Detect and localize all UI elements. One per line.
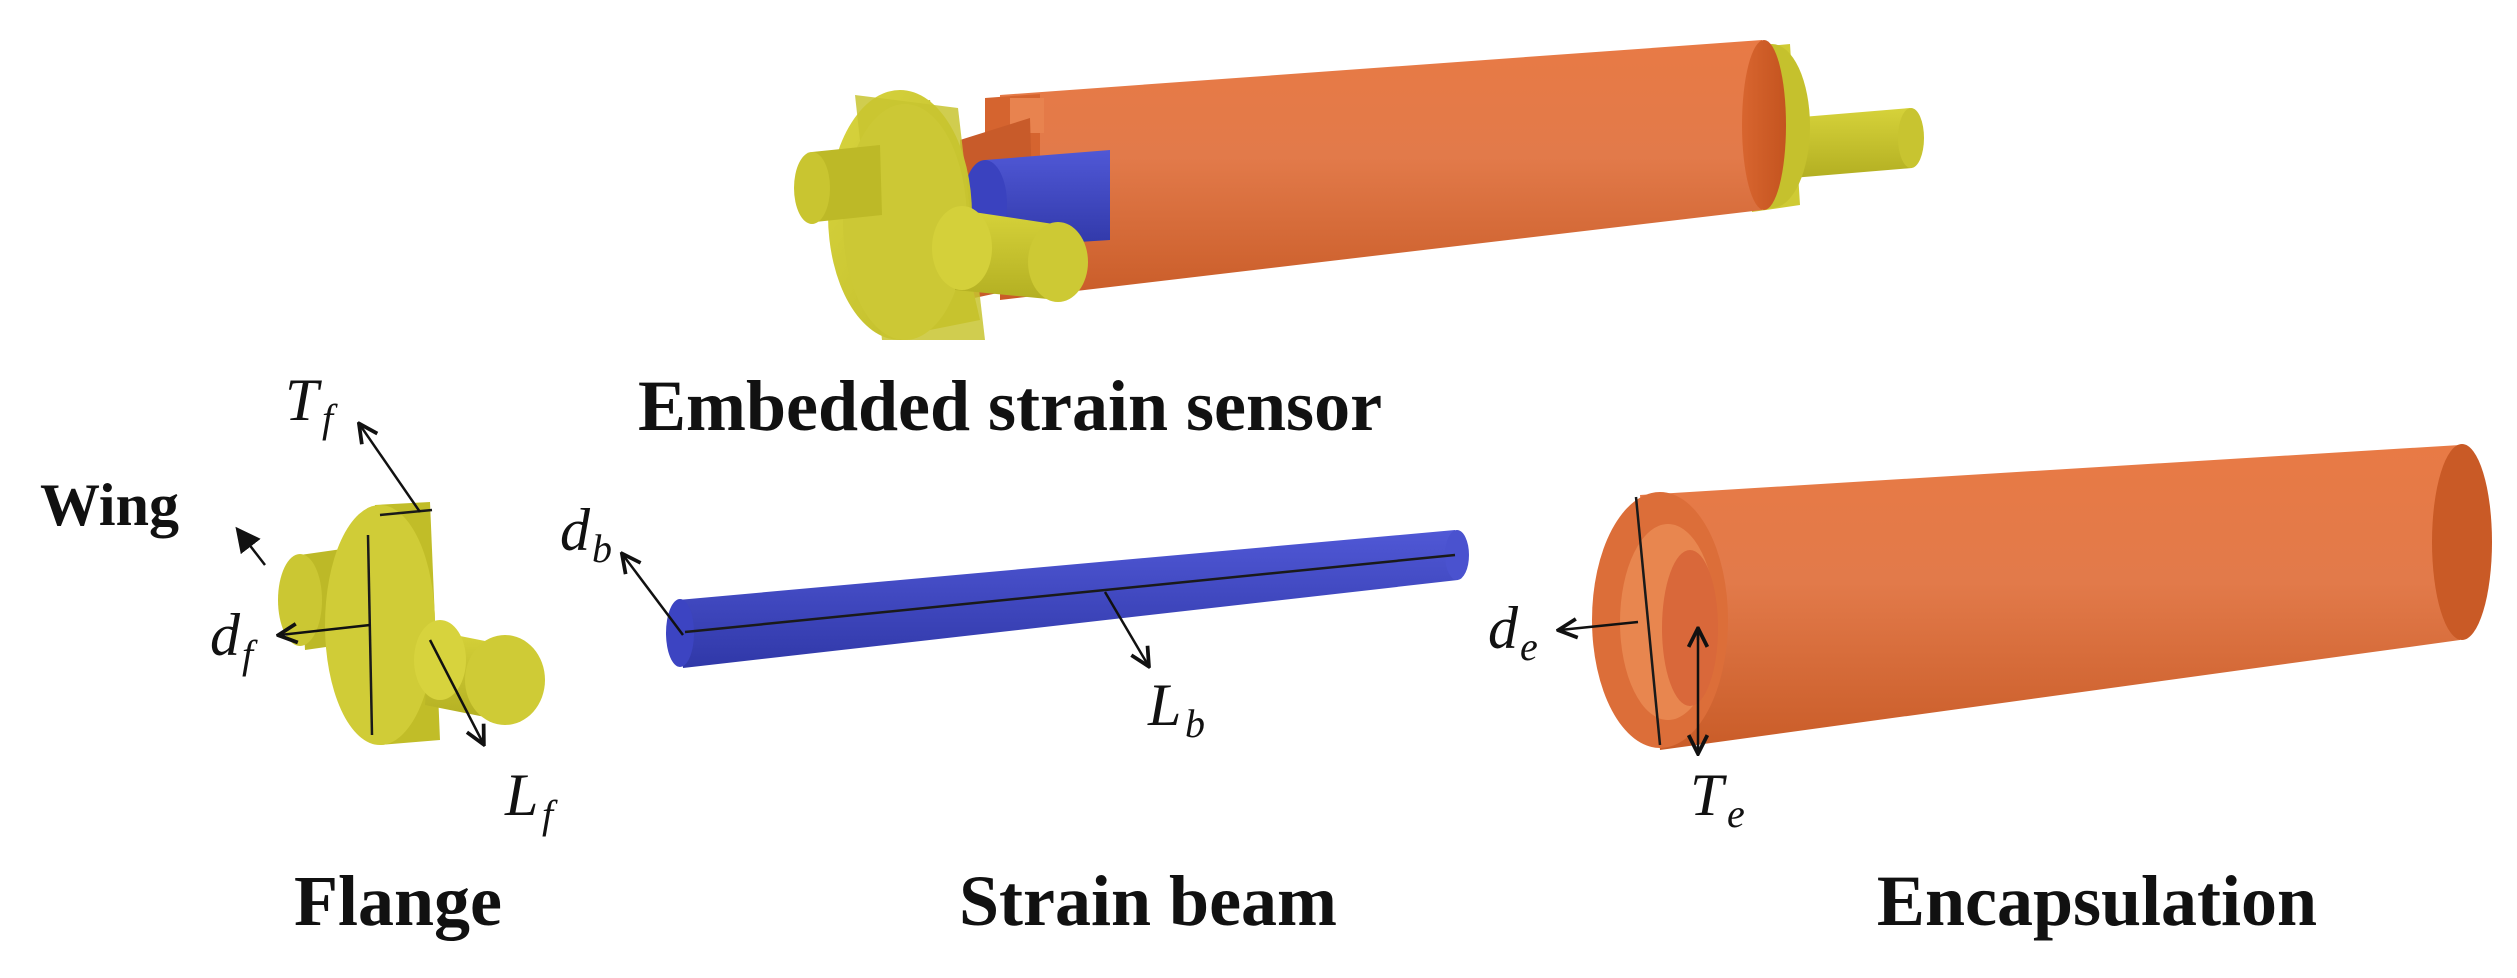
- symbol-tf: T f: [285, 367, 338, 441]
- symbol-te: T e: [1690, 762, 1745, 836]
- svg-text:T: T: [1690, 762, 1727, 828]
- wing-label: Wing: [40, 472, 179, 538]
- svg-text:T: T: [285, 367, 322, 433]
- svg-text:e: e: [1520, 624, 1538, 669]
- flange-disk-face: [325, 505, 435, 745]
- de-arrow: [1560, 622, 1639, 630]
- svg-text:d: d: [560, 497, 591, 563]
- encapsulation-dimensions: [1560, 622, 1698, 752]
- left-wing-front: [932, 206, 1088, 302]
- svg-text:f: f: [542, 792, 558, 837]
- flange-caption: Flange: [294, 861, 502, 941]
- lf-arrow: [428, 639, 483, 743]
- svg-text:d: d: [210, 602, 241, 668]
- svg-text:L: L: [504, 762, 538, 828]
- symbol-de: d e: [1488, 595, 1538, 669]
- lb-arrow: [1103, 591, 1148, 665]
- flange-part: [278, 502, 545, 745]
- symbol-lb: L b: [1147, 672, 1205, 746]
- tf-arrow: [360, 425, 422, 513]
- df-arrow: [280, 625, 371, 635]
- left-wing-back: [794, 145, 882, 224]
- flange-dimensions: [235, 425, 483, 743]
- svg-text:f: f: [242, 632, 258, 677]
- svg-text:L: L: [1147, 672, 1181, 738]
- beam-caption: Strain beam: [959, 861, 1337, 941]
- symbol-db: d b: [560, 497, 612, 571]
- svg-text:d: d: [1488, 595, 1519, 661]
- right-wing: [1790, 108, 1924, 178]
- beam-dimensions: [623, 555, 1148, 665]
- wing-arrow: [235, 526, 266, 566]
- db-arrow: [623, 555, 684, 636]
- sensor-caption: Embedded strain sensor: [638, 366, 1382, 446]
- encapsulation-caption: Encapsulation: [1877, 861, 2317, 941]
- svg-text:b: b: [592, 526, 612, 571]
- svg-text:e: e: [1727, 791, 1745, 836]
- embedded-sensor-assembly: [794, 40, 1924, 340]
- strain-beam-part: [666, 530, 1469, 668]
- symbol-df: d f: [210, 602, 258, 677]
- symbol-lf: L f: [504, 762, 558, 837]
- svg-text:f: f: [322, 396, 338, 441]
- svg-text:b: b: [1185, 701, 1205, 746]
- encapsulation-part: [1592, 444, 2492, 750]
